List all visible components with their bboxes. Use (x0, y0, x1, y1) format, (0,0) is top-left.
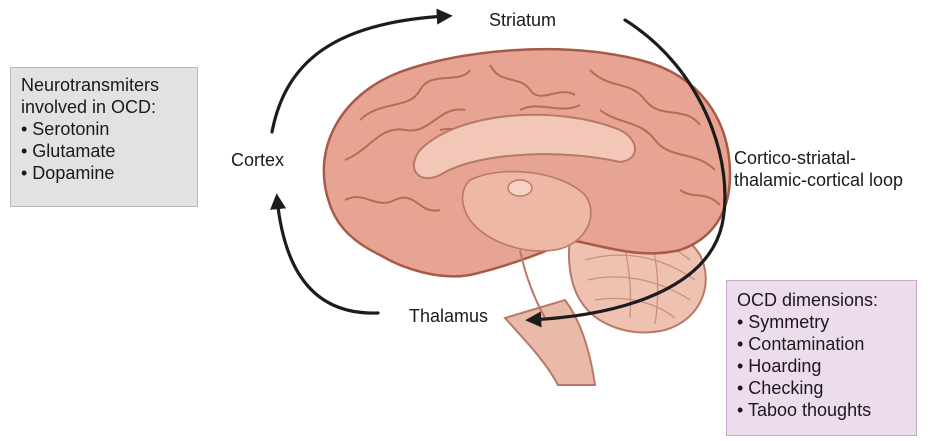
ocd-item: • Contamination (737, 333, 906, 355)
ocd-item: • Checking (737, 377, 906, 399)
nt-title-line1: Neurotransmiters (21, 74, 187, 96)
brain-illustration (324, 49, 730, 385)
ocd-title: OCD dimensions: (737, 289, 906, 311)
ocd-item: • Symmetry (737, 311, 906, 333)
nt-item: • Glutamate (21, 140, 187, 162)
nt-item: • Serotonin (21, 118, 187, 140)
ocd-item: • Taboo thoughts (737, 399, 906, 421)
loop-label-line1: Cortico-striatal- (734, 147, 856, 169)
loop-label-line2: thalamic-cortical loop (734, 169, 903, 191)
cortex-label: Cortex (231, 149, 284, 171)
striatum-label: Striatum (489, 9, 556, 31)
ocd-item: • Hoarding (737, 355, 906, 377)
nt-item: • Dopamine (21, 162, 187, 184)
ocd-dimensions-box: OCD dimensions: • Symmetry • Contaminati… (726, 280, 917, 436)
thalamus-label: Thalamus (409, 305, 488, 327)
neurotransmitters-box: Neurotransmiters involved in OCD: • Sero… (10, 67, 198, 207)
nt-title-line2: involved in OCD: (21, 96, 187, 118)
